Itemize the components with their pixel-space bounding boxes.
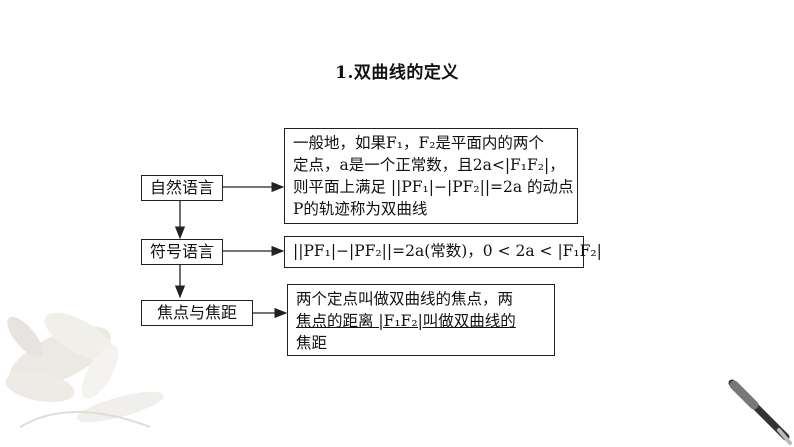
content-focus-and-focal-distance: 两个定点叫做双曲线的焦点，两 焦点的距离 |F₁F₂|叫做双曲线的 焦距	[287, 284, 555, 356]
content-line: 则平面上满足 ||PF₁|−|PF₂||=2a 的动点	[293, 178, 574, 196]
content-line: ||PF₁|−|PF₂||=2a(常数)，0 < 2a < |F₁F₂|	[293, 242, 602, 260]
label-focus-and-focal-distance: 焦点与焦距	[141, 300, 253, 326]
label-symbolic-language: 符号语言	[141, 239, 223, 265]
content-line: 两个定点叫做双曲线的焦点，两	[296, 290, 514, 308]
content-line: P的轨迹称为双曲线	[293, 200, 428, 218]
content-line: 焦点的距离 |F₁F₂|叫做双曲线的	[296, 312, 516, 330]
label-natural-language: 自然语言	[141, 175, 223, 201]
brush-decoration-icon	[728, 379, 792, 445]
flower-decoration-icon	[5, 312, 164, 428]
content-symbolic-language: ||PF₁|−|PF₂||=2a(常数)，0 < 2a < |F₁F₂|	[284, 236, 602, 268]
page-title: 1.双曲线的定义	[335, 63, 459, 83]
content-line: 焦距	[296, 334, 328, 352]
content-natural-language: 一般地，如果F₁，F₂是平面内的两个 定点，a是一个正常数，且2a<|F₁F₂|…	[284, 128, 578, 224]
content-line: 一般地，如果F₁，F₂是平面内的两个	[293, 134, 544, 152]
content-line: 定点，a是一个正常数，且2a<|F₁F₂|，	[293, 156, 565, 174]
